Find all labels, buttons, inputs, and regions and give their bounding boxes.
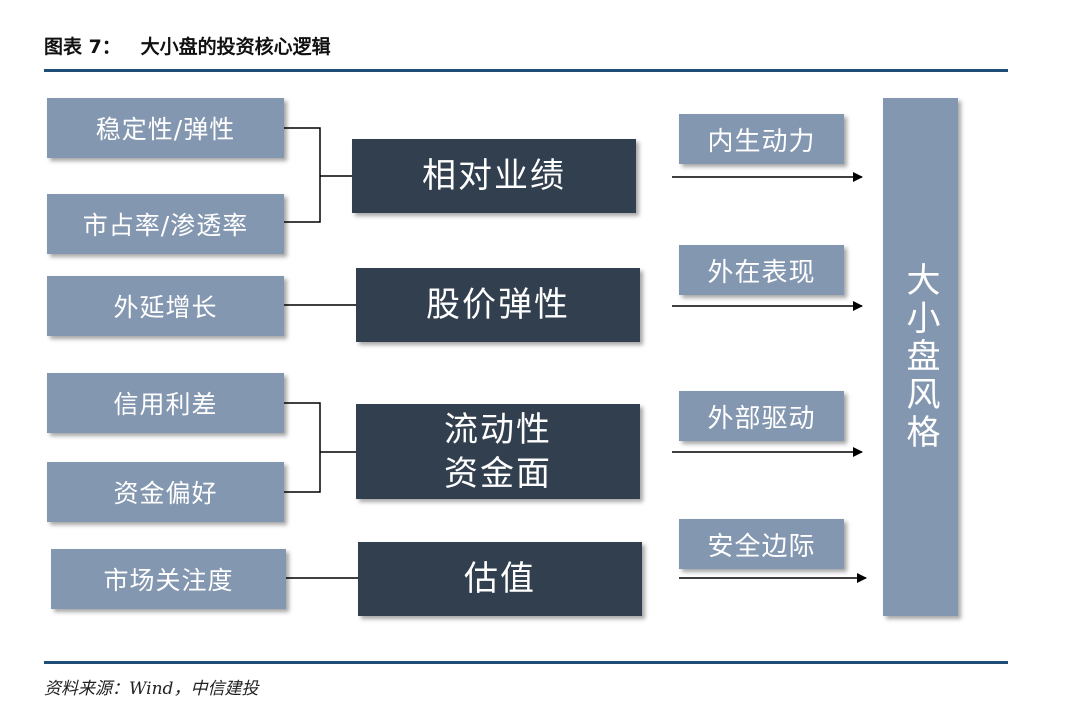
factor-box-credit-spread: 信用利差 xyxy=(47,373,284,433)
label-box-external-driver: 外部驱动 xyxy=(679,391,844,441)
label-box-external-performance: 外在表现 xyxy=(679,245,844,295)
driver-box-relative-performance: 相对业绩 xyxy=(352,139,636,213)
bottom-divider xyxy=(44,661,1008,664)
driver-label-liquidity: 流动性 xyxy=(444,409,552,450)
top-divider xyxy=(44,69,1008,72)
label-box-safety-margin: 安全边际 xyxy=(679,519,844,569)
label-box-internal-drive: 内生动力 xyxy=(679,114,844,164)
target-box-size-style: 大小盘风格 xyxy=(883,98,958,616)
figure-title: 图表 7： 大小盘的投资核心逻辑 xyxy=(44,36,331,58)
driver-label-capital: 资金面 xyxy=(444,453,552,494)
bracket-line-performance xyxy=(284,127,321,223)
factor-box-stability: 稳定性/弹性 xyxy=(47,98,284,158)
source-note: 资料来源：Wind，中信建投 xyxy=(44,679,259,699)
factor-box-extension-growth: 外延增长 xyxy=(47,276,284,336)
factor-box-market-attention: 市场关注度 xyxy=(51,549,286,609)
driver-box-valuation: 估值 xyxy=(358,542,642,616)
factor-box-capital-preference: 资金偏好 xyxy=(47,462,284,522)
bracket-line-liquidity xyxy=(284,402,321,493)
factor-box-market-share: 市占率/渗透率 xyxy=(47,194,284,254)
driver-box-stock-elasticity: 股价弹性 xyxy=(356,268,640,342)
driver-box-liquidity: 流动性 资金面 xyxy=(356,404,640,499)
